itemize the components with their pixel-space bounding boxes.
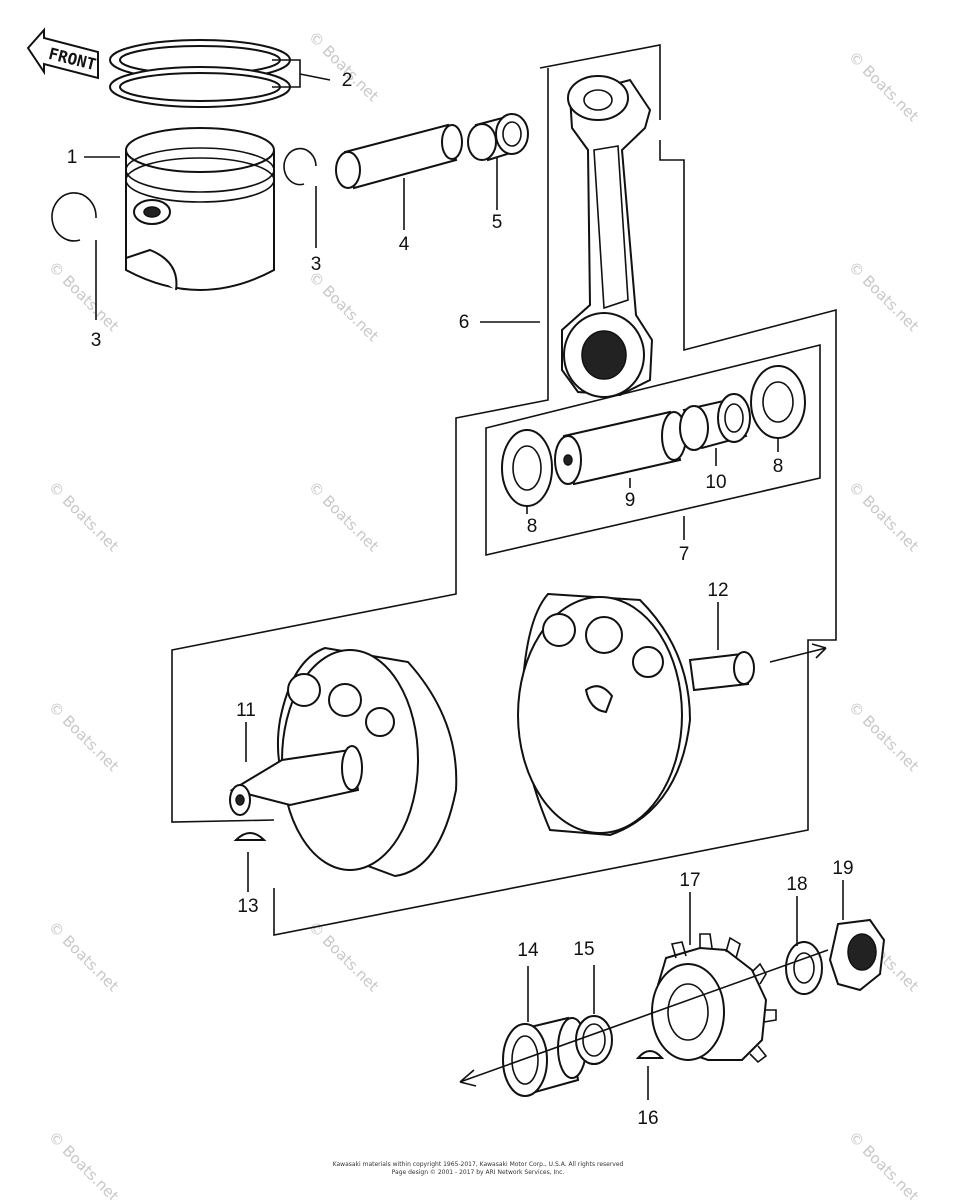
watermark-text: © Boats.net	[305, 918, 383, 996]
watermark-text: © Boats.net	[305, 268, 383, 346]
watermark-text: © Boats.net	[845, 258, 923, 336]
watermark-text: © Boats.net	[845, 478, 923, 556]
callout-1: 1	[67, 147, 78, 168]
watermark-text: © Boats.net	[845, 1128, 923, 1200]
watermark-text: © Boats.net	[305, 28, 383, 106]
axis-arrow-crank	[769, 643, 827, 663]
woodruff-key-crank	[233, 832, 267, 841]
callout-18: 18	[786, 874, 807, 895]
woodruff-key-gear	[635, 1050, 665, 1059]
connecting-rod	[561, 75, 654, 398]
callout-8: 8	[773, 456, 784, 477]
main-bearing	[502, 1016, 587, 1097]
callout-8: 8	[527, 516, 538, 537]
callout-19: 19	[832, 858, 853, 879]
callout-4: 4	[399, 234, 410, 255]
primary-gear	[651, 933, 777, 1064]
piston-pin	[335, 123, 463, 190]
circlip-left	[51, 192, 97, 242]
callout-3: 3	[91, 330, 102, 351]
circlip-right	[283, 147, 317, 186]
crankpin	[554, 410, 687, 486]
callout-12: 12	[707, 580, 728, 601]
watermark-text: © Boats.net	[45, 918, 123, 996]
left-crank-half	[229, 646, 458, 878]
watermark-text: © Boats.net	[305, 478, 383, 556]
thrust-washer-left	[501, 429, 553, 507]
piston	[125, 127, 275, 291]
watermark-text: © Boats.net	[45, 698, 123, 776]
o-ring	[575, 1015, 613, 1065]
callout-5: 5	[492, 212, 503, 233]
thrust-washer-right	[750, 365, 806, 439]
gear-nut	[828, 918, 886, 992]
front-arrow-icon: FRONT	[26, 27, 99, 80]
callout-10: 10	[705, 472, 726, 493]
crankpin-group-box	[485, 343, 821, 557]
watermark-text: © Boats.net	[45, 478, 123, 556]
callout-3: 3	[311, 254, 322, 275]
assembly-outline	[171, 44, 837, 936]
callout-13: 13	[237, 896, 258, 917]
callout-11: 11	[236, 700, 256, 721]
watermark-text: © Boats.net	[45, 258, 123, 336]
callout-14: 14	[517, 940, 539, 961]
small-end-bearing	[467, 113, 529, 162]
callout-9: 9	[625, 490, 636, 511]
lock-washer	[785, 941, 823, 995]
piston-rings	[109, 39, 291, 108]
callout-2: 2	[342, 70, 353, 91]
footer-page-design: Page design © 2001 - 2017 by ARI Network…	[392, 1169, 565, 1176]
big-end-bearing	[679, 393, 751, 451]
callout-7: 7	[679, 544, 690, 565]
callout-17: 17	[679, 870, 700, 891]
footer-copyright: Kawasaki materials within copyright 1965…	[333, 1161, 624, 1168]
watermark-text: © Boats.net	[45, 1128, 123, 1200]
axis-arrow-gear	[459, 949, 829, 1087]
right-crank-half	[517, 592, 755, 837]
leader-lines	[84, 59, 844, 1100]
callout-6: 6	[459, 312, 470, 333]
watermark-text: © Boats.net	[845, 698, 923, 776]
callout-15: 15	[573, 939, 594, 960]
callout-16: 16	[637, 1108, 658, 1129]
watermark-text: © Boats.net	[845, 48, 923, 126]
